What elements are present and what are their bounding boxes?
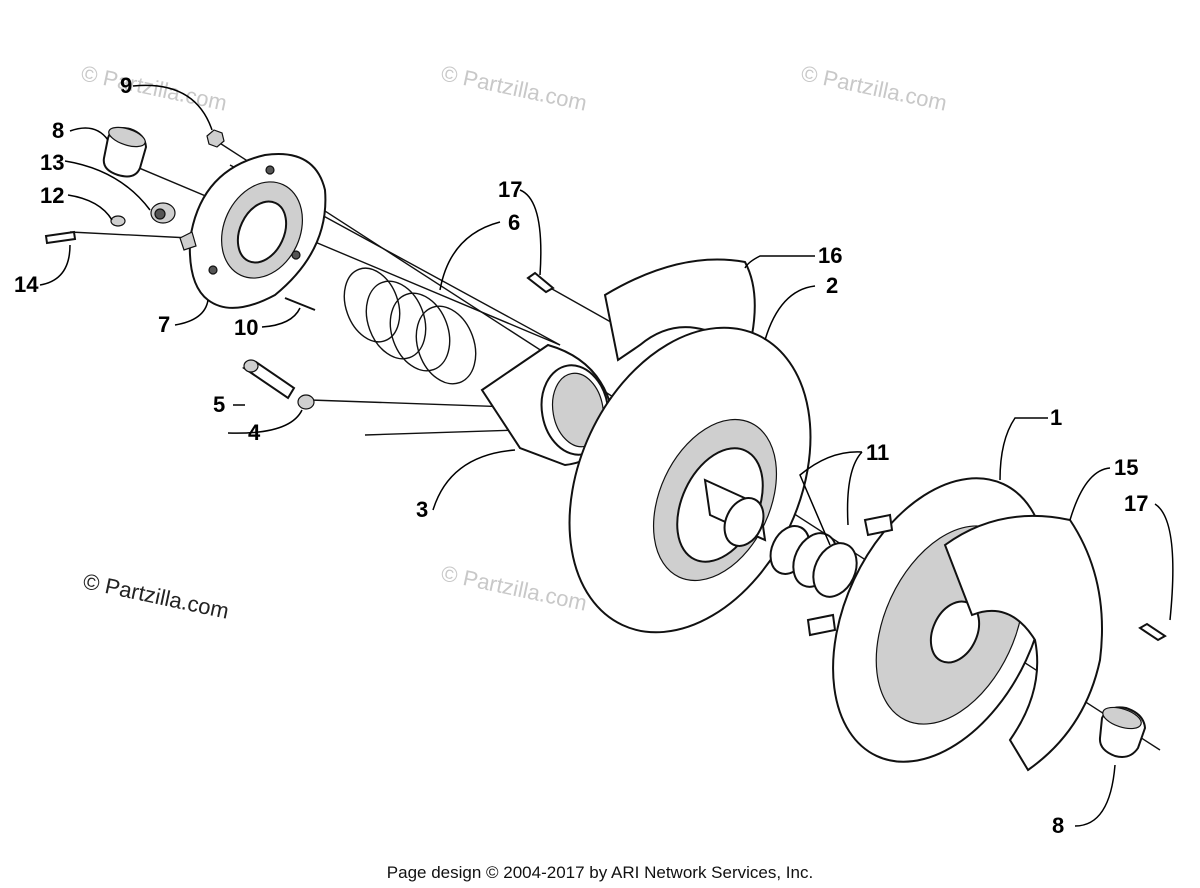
- part-cover-16: [603, 258, 756, 362]
- callout-14: 14: [14, 272, 39, 297]
- part-bushing-8-right: [1098, 706, 1147, 758]
- watermark: © Partzilla.com: [79, 60, 229, 115]
- callout-12: 12: [40, 183, 64, 208]
- part-spring-6: [343, 267, 477, 385]
- callout-17: 17: [1124, 491, 1148, 516]
- callout-2: 2: [826, 273, 838, 298]
- part-shims-11: [769, 525, 858, 598]
- callout-13: 13: [40, 150, 64, 175]
- callout-8: 8: [1052, 813, 1064, 838]
- part-spider-plate-7: [179, 153, 327, 309]
- callout-3: 3: [416, 497, 428, 522]
- watermark-main: © Partzilla.com: [81, 568, 231, 623]
- part-nut-4: [297, 394, 315, 410]
- part-nut-9: [206, 129, 225, 148]
- callout-9: 9: [120, 73, 132, 98]
- part-roller-13: [150, 202, 176, 224]
- part-bolt-5: [242, 359, 296, 400]
- watermark: © Partzilla.com: [439, 560, 589, 615]
- page-footer: Page design © 2004-2017 by ARI Network S…: [387, 863, 813, 882]
- callout-labels: 9 8 13 12 14 7 10 6 5 4 3 17 16 2 11 1 1…: [14, 73, 1148, 838]
- part-pin-10: [284, 297, 316, 311]
- callout-16: 16: [818, 243, 842, 268]
- callout-17: 17: [498, 177, 522, 202]
- watermark: © Partzilla.com: [439, 60, 589, 115]
- part-pin-14: [44, 230, 77, 245]
- part-bushing-8-left: [102, 126, 148, 178]
- part-washer-12: [110, 215, 126, 227]
- watermark: © Partzilla.com: [799, 60, 949, 115]
- callout-8: 8: [52, 118, 64, 143]
- callout-11: 11: [866, 440, 889, 465]
- callout-7: 7: [158, 312, 170, 337]
- callout-4: 4: [248, 420, 261, 445]
- part-screw-17-top: [526, 271, 555, 294]
- leader-lines: [39, 84, 1174, 827]
- callout-5: 5: [213, 392, 225, 417]
- part-cover-15: [943, 514, 1103, 772]
- callout-15: 15: [1114, 455, 1138, 480]
- part-sheave-2: [568, 326, 812, 634]
- callout-10: 10: [234, 315, 258, 340]
- part-screw-17-bottom: [1138, 622, 1167, 642]
- callout-6: 6: [508, 210, 520, 235]
- callout-1: 1: [1050, 405, 1062, 430]
